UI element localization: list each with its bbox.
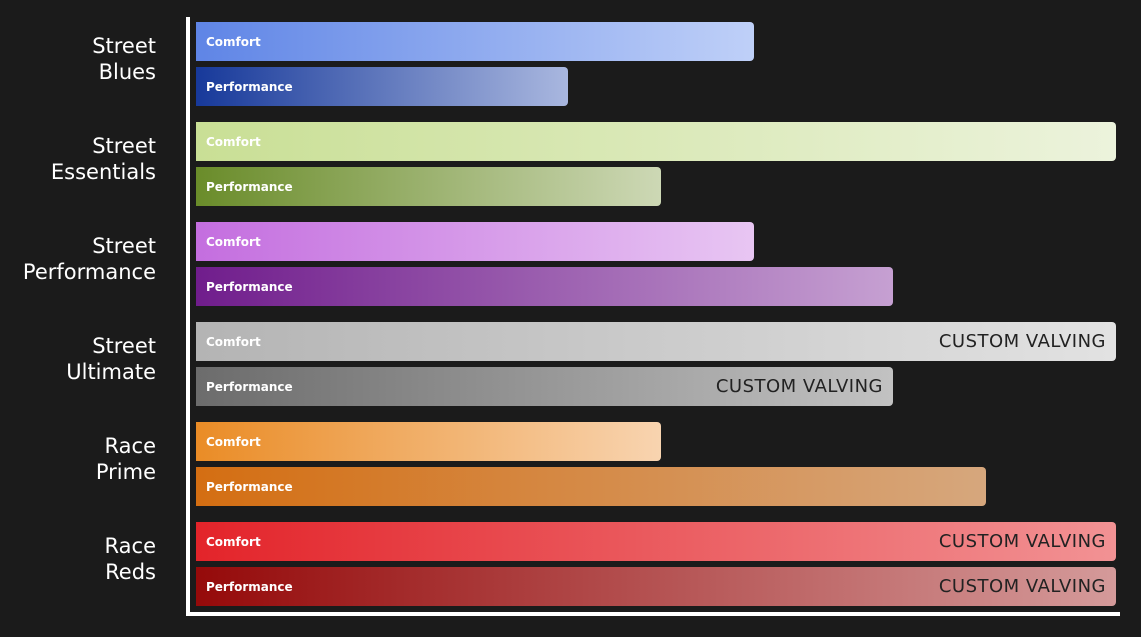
bar-performance: Performance [196,67,568,106]
category-label-line2: Prime [95,460,156,484]
bar-label: Comfort [206,434,261,449]
bar-performance: Performance CUSTOM VALVING [196,367,893,406]
bar-performance: Performance CUSTOM VALVING [196,567,1116,606]
bar-annotation: CUSTOM VALVING [715,376,883,397]
category-label-line1: Race [104,534,156,558]
x-axis-line [186,612,1120,616]
category-label-line2: Reds [105,560,156,584]
bar-label: Comfort [206,234,261,249]
bar-comfort: Comfort CUSTOM VALVING [196,522,1116,561]
category-label-line2: Blues [98,60,156,84]
bar-label: Performance [206,479,293,494]
bar-performance: Performance [196,167,661,206]
bar-label: Comfort [206,34,261,49]
bar-performance: Performance [196,467,986,506]
category-label-line1: Street [92,34,156,58]
category-label-line2: Performance [22,260,156,284]
bar-label: Performance [206,279,293,294]
bar-annotation: CUSTOM VALVING [938,331,1106,352]
bar-label: Performance [206,579,293,594]
category-label-line1: Street [92,334,156,358]
bar-label: Comfort [206,134,261,149]
bar-performance: Performance [196,267,893,306]
bar-comfort: Comfort [196,22,754,61]
category-label-line2: Ultimate [66,360,156,384]
bar-annotation: CUSTOM VALVING [938,531,1106,552]
bar-annotation: CUSTOM VALVING [938,576,1106,597]
category-label-line2: Essentials [50,160,156,184]
category-label-line1: Street [92,134,156,158]
bar-label: Performance [206,79,293,94]
category-label-line1: Race [104,434,156,458]
bar-label: Performance [206,179,293,194]
y-axis-line [186,17,190,616]
category-label-line1: Street [92,234,156,258]
bar-label: Comfort [206,334,261,349]
bar-label: Comfort [206,534,261,549]
bar-comfort: Comfort [196,222,754,261]
bar-comfort: Comfort [196,122,1116,161]
bar-label: Performance [206,379,293,394]
bar-comfort: Comfort [196,422,661,461]
bar-comfort: Comfort CUSTOM VALVING [196,322,1116,361]
